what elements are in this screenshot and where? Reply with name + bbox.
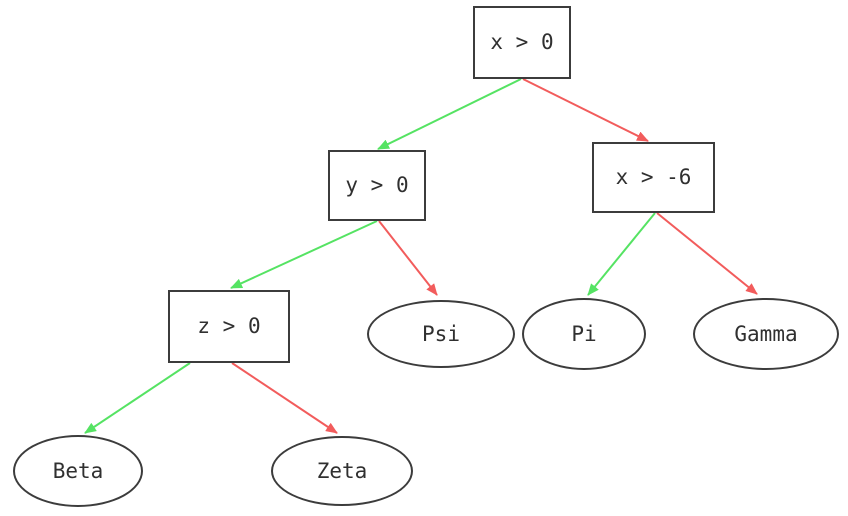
edge-x0-to-xm6-false [522,78,649,142]
node-label: y > 0 [345,173,409,197]
edge-xm6-to-pi-true [587,212,656,296]
node-label: Psi [422,321,460,346]
node-label: Zeta [316,458,368,483]
edge-z0-to-zeta-false [231,362,338,434]
decision-node-z0: z > 0 [168,290,290,363]
decision-node-xm6: x > -6 [592,142,715,213]
leaf-node-psi: Psi [367,300,515,368]
node-label: Beta [52,458,104,483]
leaf-node-gamma: Gamma [693,298,839,370]
node-label: x > -6 [615,165,692,189]
edge-y0-to-z0-true [230,220,378,289]
edge-xm6-to-gamma-false [656,212,758,295]
edge-y0-to-psi-false [378,220,438,296]
node-label: x > 0 [490,30,554,54]
leaf-node-pi: Pi [522,298,646,370]
decision-node-y0: y > 0 [328,150,426,221]
edge-x0-to-y0-true [377,78,522,150]
edge-z0-to-beta-true [84,362,191,434]
node-label: Pi [571,321,597,346]
decision-node-x0: x > 0 [473,6,571,79]
node-label: z > 0 [197,314,261,338]
leaf-node-beta: Beta [13,435,143,507]
leaf-node-zeta: Zeta [271,436,413,506]
node-label: Gamma [734,321,798,346]
